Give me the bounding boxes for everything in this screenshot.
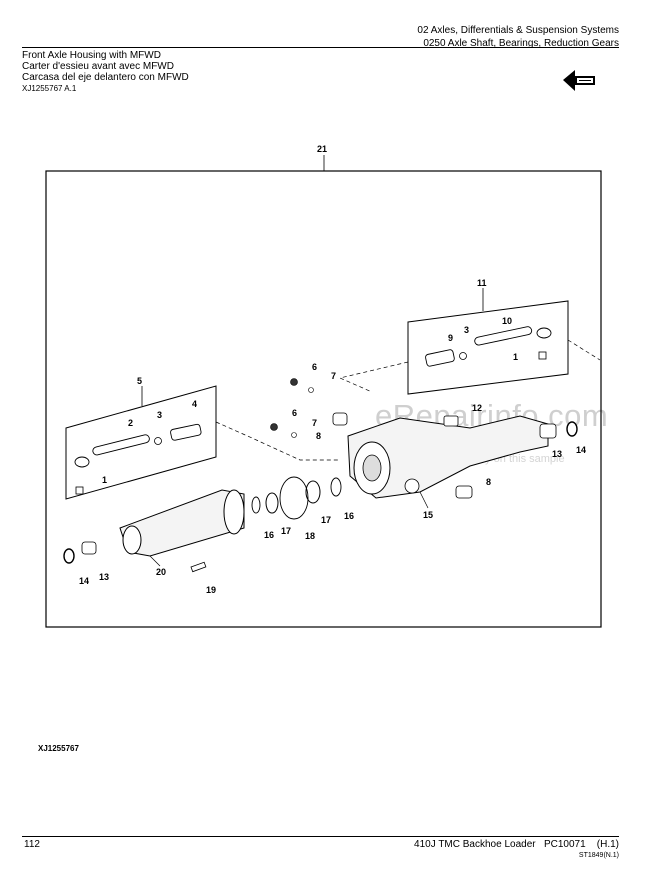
- callout-17b: 17: [281, 526, 291, 536]
- seal-14b: [63, 548, 75, 564]
- callout-12: 12: [472, 403, 482, 413]
- callout-13b: 13: [99, 572, 109, 582]
- clamp-nut-right: [459, 352, 467, 360]
- washer-7a: [308, 387, 314, 393]
- bushing-13b: [81, 541, 97, 555]
- figure-titles: Front Axle Housing with MFWD Carter d'es…: [22, 50, 189, 83]
- callout-13a: 13: [552, 449, 562, 459]
- tie-rod-right: [474, 326, 533, 346]
- callout-leader-15: [419, 491, 429, 509]
- nut-right: [538, 351, 547, 360]
- snap-ring-16b: [251, 496, 261, 514]
- callout-3b: 3: [157, 410, 162, 420]
- callout-21: 21: [317, 144, 327, 154]
- bearing-17a: [305, 480, 321, 504]
- link-line-right-box: [338, 361, 409, 393]
- header-section-info: 02 Axles, Differentials & Suspension Sys…: [417, 24, 619, 50]
- callout-10: 10: [502, 316, 512, 326]
- bearing-17b: [265, 492, 279, 514]
- o-ring-18: [279, 476, 309, 520]
- tie-rod-end-left: [74, 456, 90, 468]
- callout-16a: 16: [344, 511, 354, 521]
- adjuster-sleeve-left: [170, 423, 202, 441]
- footer-code: ST1849(N.1): [578, 852, 619, 859]
- callout-5: 5: [137, 376, 142, 386]
- tie-rod-box-right: [407, 300, 569, 395]
- footer-title: 410J TMC Backhoe Loader: [414, 839, 536, 850]
- footer-doc-number: PC10071: [543, 839, 586, 850]
- callout-16b: 16: [264, 530, 274, 540]
- callout-1b: 1: [102, 475, 107, 485]
- callout-4: 4: [192, 399, 197, 409]
- footer-rule: [22, 836, 619, 837]
- callout-7a: 7: [331, 371, 336, 381]
- callout-8b: 8: [486, 477, 491, 487]
- footer-revision: (H.1): [596, 839, 619, 850]
- callout-6b: 6: [292, 408, 297, 418]
- callout-18: 18: [305, 531, 315, 541]
- callout-11: 11: [477, 278, 487, 288]
- bolt-6b: [270, 423, 278, 431]
- bushing-8b: [455, 485, 473, 499]
- title-english: Front Axle Housing with MFWD: [22, 50, 161, 61]
- washer-7b: [291, 432, 297, 438]
- adjuster-sleeve-right: [425, 349, 455, 367]
- title-spanish: Carcasa del eje delantero con MFWD: [22, 72, 189, 83]
- tie-rod-end-right: [536, 327, 552, 339]
- callout-14b: 14: [79, 576, 89, 586]
- direction-arrow-icon: [563, 70, 595, 91]
- callout-19: 19: [206, 585, 216, 595]
- breather-12: [443, 415, 459, 427]
- callout-6a: 6: [312, 362, 317, 372]
- callout-17a: 17: [321, 515, 331, 525]
- title-french: Carter d'essieu avant avec MFWD: [22, 61, 174, 72]
- clamp-nut-left: [154, 437, 162, 445]
- callout-7b: 7: [312, 418, 317, 428]
- housing-bore: [362, 454, 382, 482]
- snap-ring-16a: [330, 477, 342, 497]
- figure-reference-bottom: XJ1255767: [38, 744, 79, 753]
- callout-1a: 1: [513, 352, 518, 362]
- tie-rod-left: [92, 434, 150, 456]
- callout-8a: 8: [316, 431, 321, 441]
- arm-end: [122, 525, 142, 555]
- header-group: 0250 Axle Shaft, Bearings, Reduction Gea…: [423, 38, 619, 49]
- callout-9: 9: [448, 333, 453, 343]
- pinion-port: [404, 478, 420, 494]
- callout-14a: 14: [576, 445, 586, 455]
- link-line-left-box: [215, 421, 340, 461]
- bushing-8a: [332, 412, 348, 426]
- page-number: 112: [24, 839, 40, 850]
- header-rule: [22, 47, 619, 48]
- arm-flange: [223, 489, 245, 535]
- callout-20: 20: [156, 567, 166, 577]
- callout-3a: 3: [464, 325, 469, 335]
- figure-reference-top: XJ1255767 A.1: [22, 84, 77, 93]
- footer-document-info: 410J TMC Backhoe Loader PC10071 (H.1): [414, 839, 619, 850]
- header-section: 02 Axles, Differentials & Suspension Sys…: [417, 25, 619, 36]
- callout-2: 2: [128, 418, 133, 428]
- bolt-6a: [290, 378, 298, 386]
- assembly-frame: [45, 170, 602, 628]
- nut-left: [75, 486, 84, 495]
- bolt-19: [190, 561, 207, 573]
- bushing-13a: [539, 423, 557, 439]
- link-line-right-box-2: [567, 339, 601, 361]
- seal-14a: [566, 421, 578, 437]
- callout-leader-20: [149, 555, 161, 567]
- callout-15: 15: [423, 510, 433, 520]
